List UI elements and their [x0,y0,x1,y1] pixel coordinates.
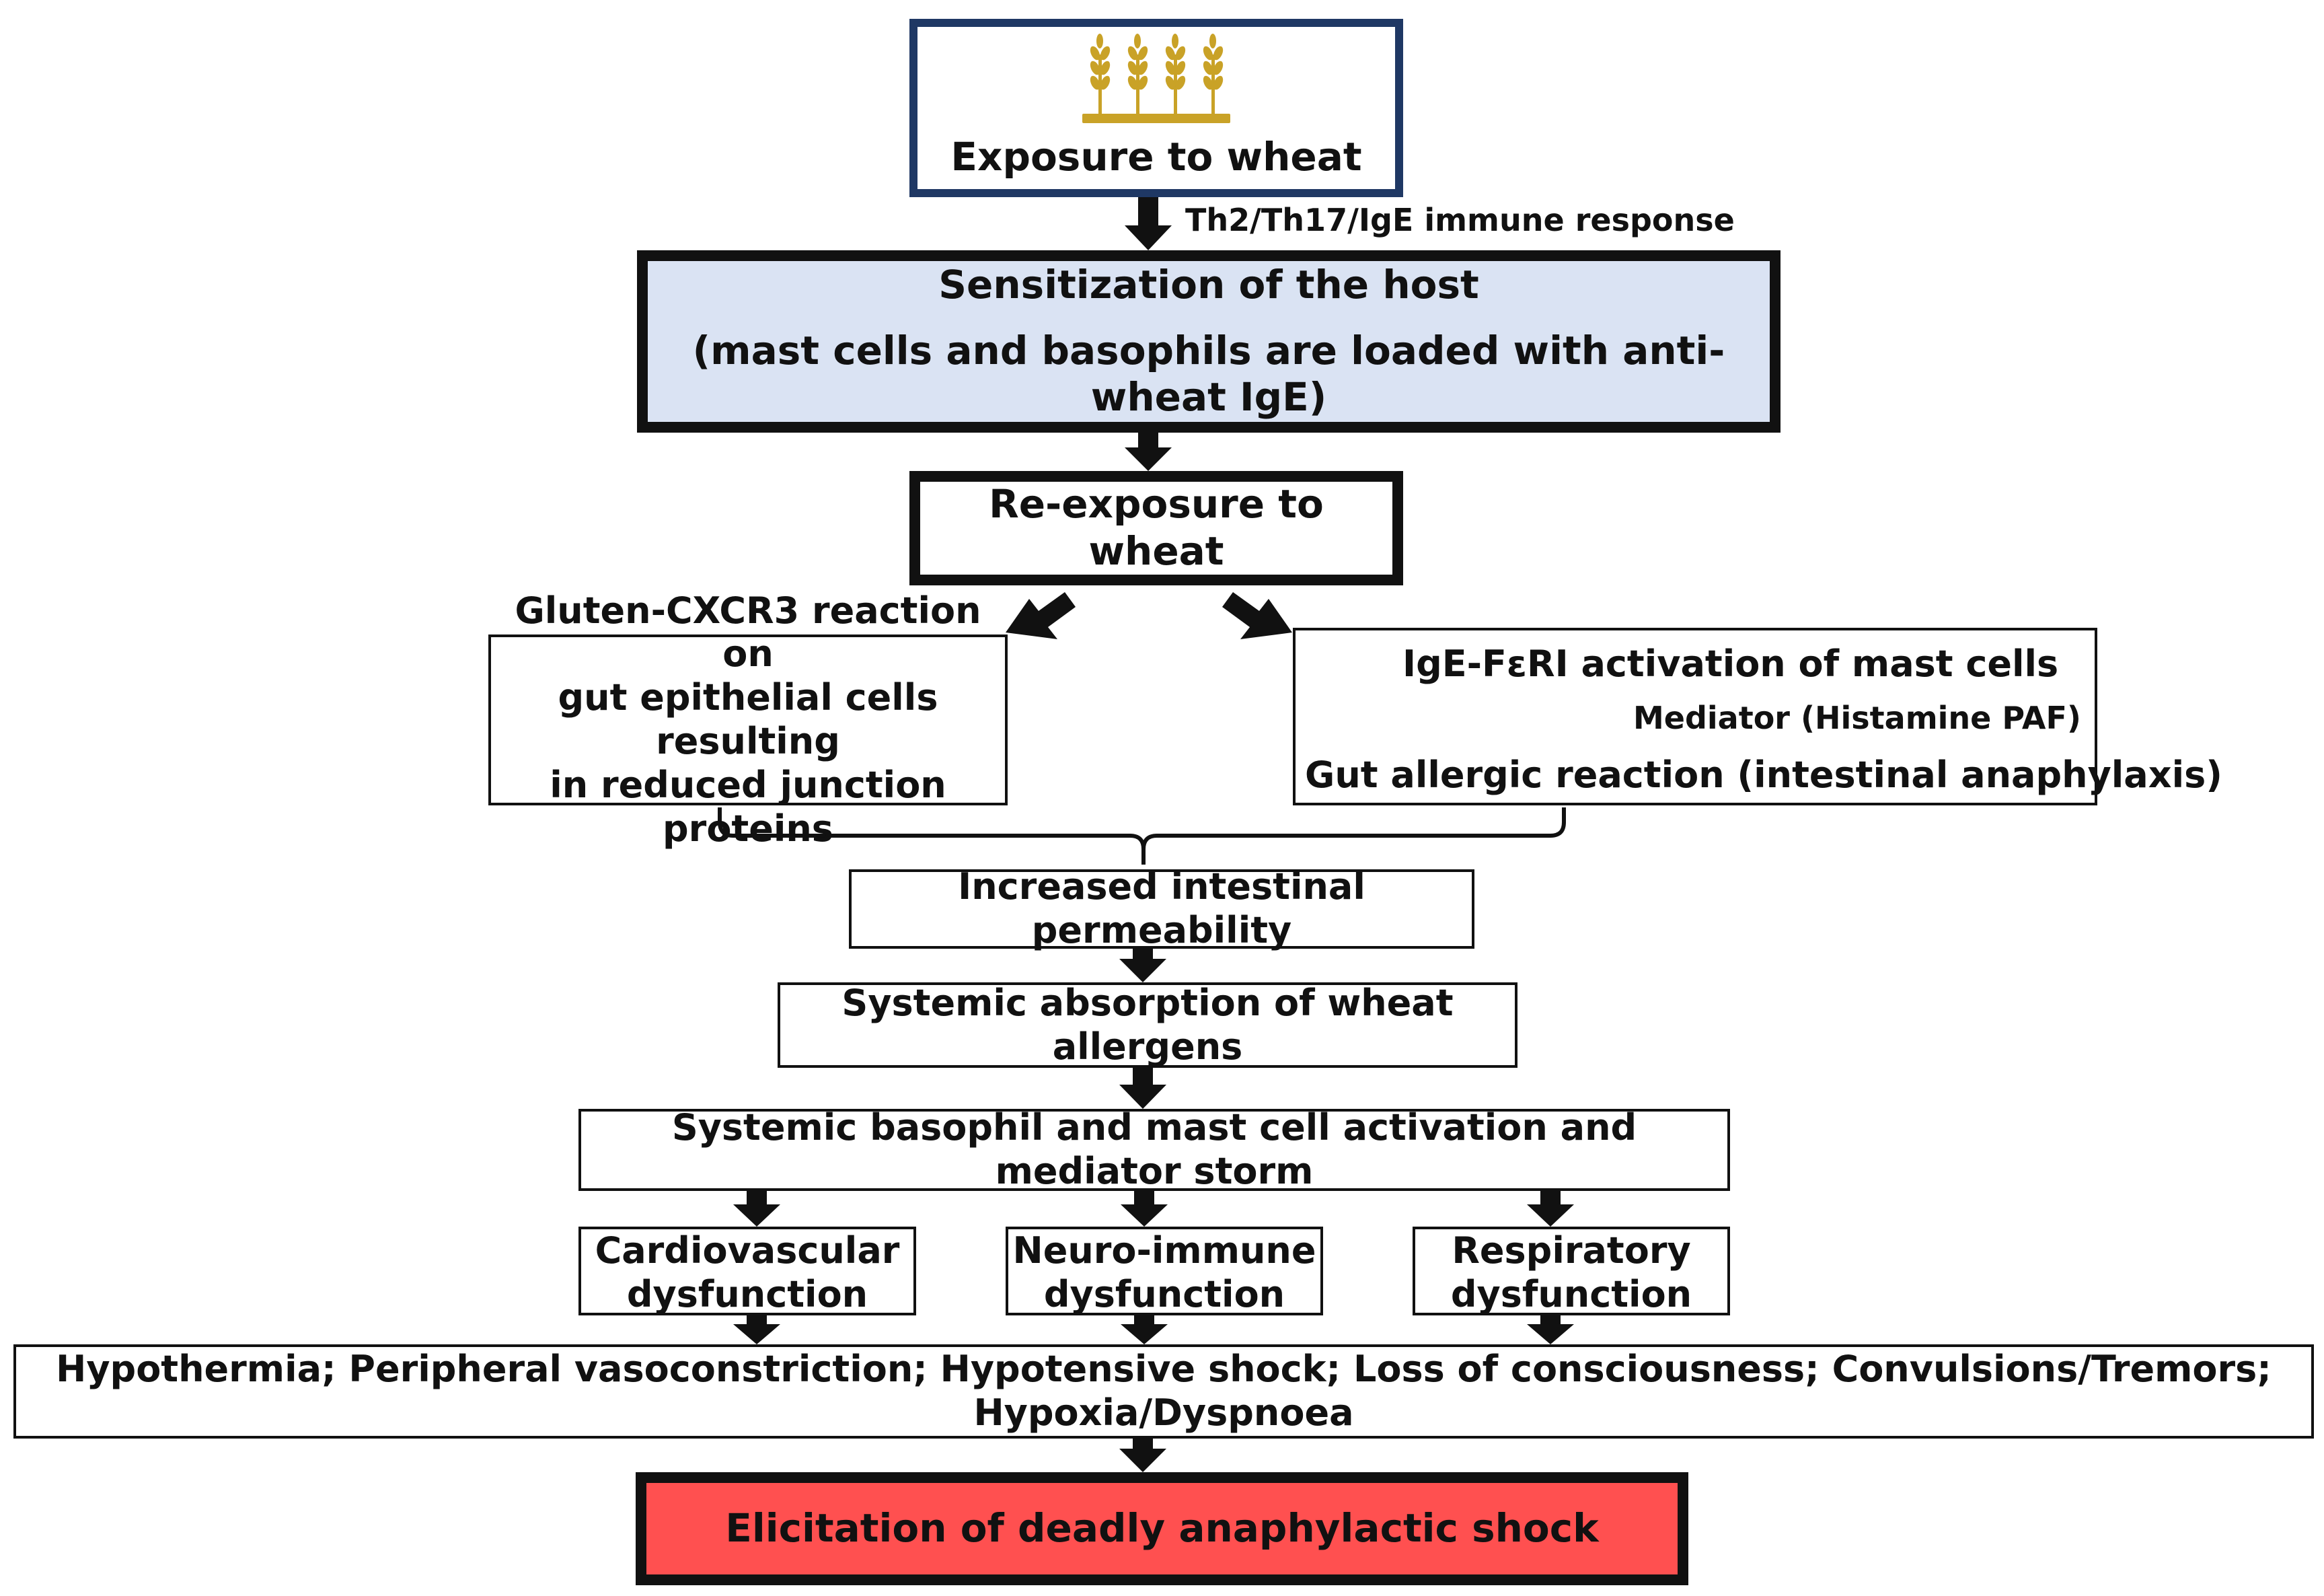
reexposure-box: Re-exposure to wheat [909,471,1403,585]
reexposure-label: Re-exposure to wheat [989,481,1324,574]
arrow-reexposure-to-gluten [1006,592,1076,639]
ige-activation-box [1293,628,2097,805]
exposure-box: Exposure to wheat [909,19,1403,197]
arrow-sensitization-to-reexposure [1125,433,1172,471]
arrow-storm-to-cardio [733,1191,780,1227]
absorption-box: Systemic absorption of wheat allergens [778,982,1517,1068]
arrow-storm-to-resp [1527,1191,1574,1227]
arrow-permeability-to-absorption [1119,949,1166,982]
gluten-line-3: in reduced junction proteins [550,763,946,850]
neuro-line-1: Neuro-immune [1012,1229,1316,1272]
arrow-neuro-to-symptoms [1121,1315,1168,1344]
arrow-reexposure-to-ige [1222,592,1292,639]
sensitization-title: Sensitization of the host [938,262,1479,308]
gluten-line-2: gut epithelial cells resulting [558,676,938,762]
symptoms-box: Hypothermia; Peripheral vasoconstriction… [13,1344,2314,1439]
arrow-resp-to-symptoms [1527,1315,1574,1344]
mediator-storm-label: Systemic basophil and mast cell activati… [671,1106,1637,1192]
absorption-label: Systemic absorption of wheat allergens [841,981,1454,1068]
cardio-line-2: dysfunction [626,1272,868,1315]
arrow-cardio-to-symptoms [733,1315,780,1344]
neuro-line-2: dysfunction [1043,1272,1285,1315]
cardiovascular-box: Cardiovascular dysfunction [578,1227,916,1315]
sensitization-box: Sensitization of the host (mast cells an… [637,250,1781,433]
gluten-line-1: Gluten-CXCR3 reaction on [515,589,981,676]
wheat-stalk-4 [1203,34,1224,114]
arrow-exposure-to-sensitization [1125,195,1172,250]
merge-bracket [718,807,1566,865]
wheat-stalk-2 [1127,34,1148,114]
resp-line-2: dysfunction [1450,1272,1692,1315]
gut-allergic-reaction: Gut allergic reaction (intestinal anaphy… [1305,754,2222,796]
gluten-cxcr3-box: Gluten-CXCR3 reaction on gut epithelial … [488,589,1008,850]
permeability-box: Increased intestinal permeability [849,865,1474,951]
arrow-absorption-to-storm [1119,1068,1166,1109]
arrow-storm-to-neuro [1121,1191,1168,1227]
resp-line-1: Respiratory [1452,1229,1691,1272]
respiratory-box: Respiratory dysfunction [1413,1227,1730,1315]
wheat-icon [1082,34,1230,124]
arrow-symptoms-to-shock [1119,1439,1166,1472]
mediator-label: Mediator (Histamine PAF) [1633,700,2081,736]
symptoms-label: Hypothermia; Peripheral vasoconstriction… [56,1348,2272,1434]
exposure-label: Exposure to wheat [950,134,1362,180]
wheat-stalk-3 [1165,34,1186,114]
anaphylactic-shock-label: Elicitation of deadly anaphylactic shock [725,1505,1599,1552]
anaphylactic-shock-box: Elicitation of deadly anaphylactic shock [636,1472,1688,1585]
sensitization-detail: (mast cells and basophils are loaded wit… [692,327,1725,421]
neuro-immune-box: Neuro-immune dysfunction [1006,1227,1323,1315]
wheat-stalk-1 [1090,34,1111,114]
ige-activation-title: IgE-FεRI activation of mast cells [1402,643,2059,685]
cardio-line-1: Cardiovascular [595,1229,900,1272]
immune-response-label: Th2/Th17/IgE immune response [1185,202,1735,238]
mediator-storm-box: Systemic basophil and mast cell activati… [578,1106,1730,1192]
permeability-label: Increased intestinal permeability [958,865,1365,951]
